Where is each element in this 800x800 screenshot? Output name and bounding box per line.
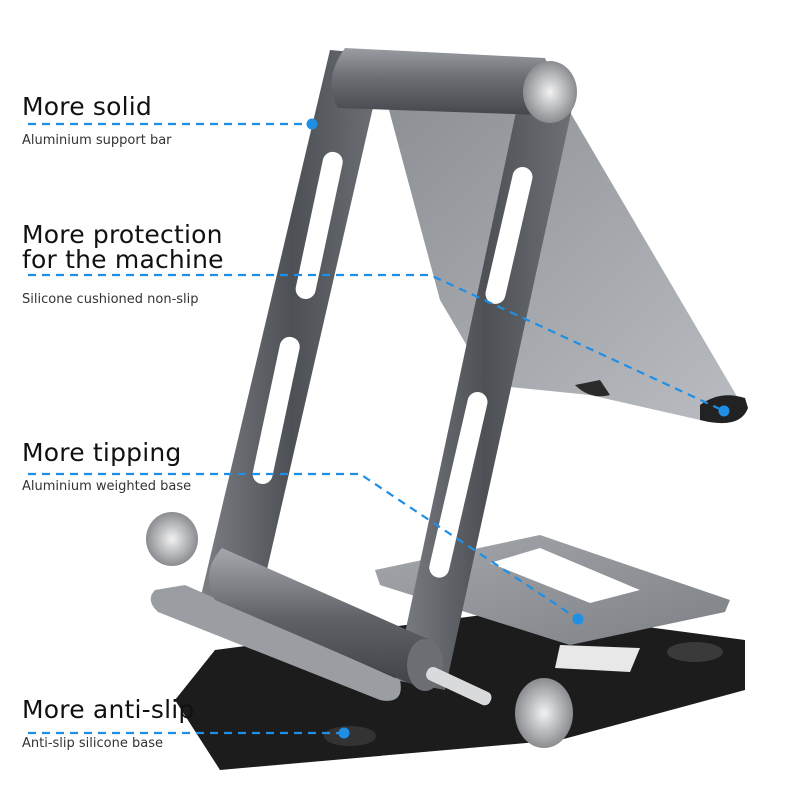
feature-subtitle: Anti-slip silicone base xyxy=(22,736,163,751)
feature-title: More protection for the machine xyxy=(22,220,224,274)
callout-lines xyxy=(28,122,723,735)
feature-subtitle: Aluminium support bar xyxy=(22,133,172,148)
callout-dots xyxy=(306,118,730,739)
metal-disc-bottom xyxy=(515,678,573,748)
top-support-bar xyxy=(331,48,577,123)
lower-hinge-bar xyxy=(150,548,492,706)
metal-disc-left xyxy=(146,512,198,566)
feature-more-anti-slip: More anti-slip Anti-slip silicone base xyxy=(22,697,194,751)
right-arm xyxy=(395,70,575,690)
feature-more-tipping: More tipping Aluminium weighted base xyxy=(22,440,191,494)
dot-marker-icon xyxy=(338,727,350,739)
feature-more-solid: More solid Aluminium support bar xyxy=(22,94,172,148)
feature-title: More tipping xyxy=(22,438,182,467)
feature-subtitle: Silicone cushioned non-slip xyxy=(22,292,199,307)
feature-title: More solid xyxy=(22,92,153,121)
feature-more-protection: More protection for the machine Silicone… xyxy=(22,222,224,307)
feature-subtitle: Aluminium weighted base xyxy=(22,479,192,494)
back-support-panel xyxy=(385,95,748,424)
dot-marker-icon xyxy=(306,118,318,130)
left-arm xyxy=(200,50,385,600)
dot-marker-icon xyxy=(718,405,730,417)
dot-marker-icon xyxy=(572,613,584,625)
feature-title: More anti-slip xyxy=(22,695,195,724)
